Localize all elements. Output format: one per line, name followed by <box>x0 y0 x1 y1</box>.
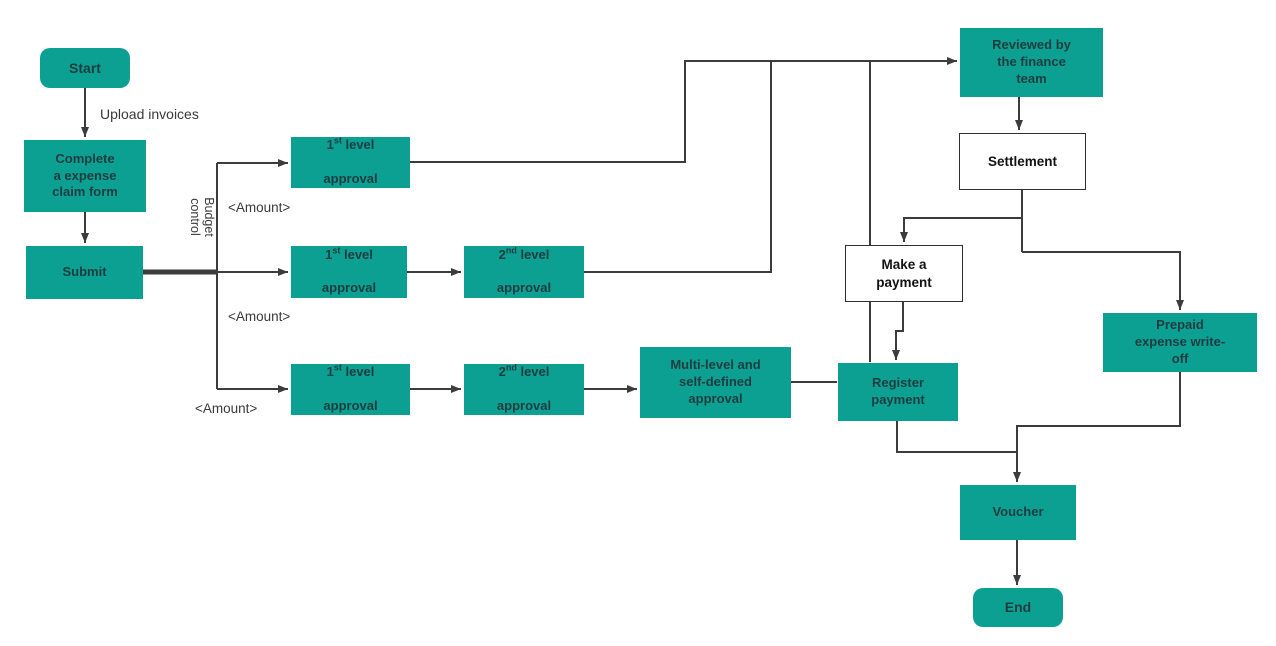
edge-approval-top-to-reviewed <box>410 57 957 163</box>
node-start: Start <box>40 48 130 88</box>
node-prepaid-expense-writeoff: Prepaid expense write- off <box>1103 313 1257 372</box>
node-first-level-approval-mid-line2: approval <box>321 280 377 296</box>
edge-label-upload-invoices: Upload invoices <box>100 106 199 122</box>
node-end: End <box>973 588 1063 627</box>
node-reviewed-by-finance: Reviewed by the finance team <box>960 28 1103 97</box>
node-second-level-approval-mid-line1: 2nd level <box>498 245 550 262</box>
node-second-level-approval-mid-line2: approval <box>496 280 552 296</box>
edge-prepaid-to-voucher <box>1013 372 1181 482</box>
node-multi-level-approval: Multi-level and self-defined approval <box>640 347 791 418</box>
node-first-level-approval-bottom-line2: approval <box>323 397 378 413</box>
node-first-level-approval-top-line2: approval <box>323 170 378 186</box>
edge-label-amount-top: <Amount> <box>228 200 291 215</box>
node-register-payment-label: Register payment <box>871 375 925 407</box>
edge-label-budget-control: Budget control <box>187 197 216 237</box>
node-first-level-approval-mid: 1st level approval <box>291 246 407 298</box>
node-first-level-approval-top: 1st level approval <box>291 135 410 188</box>
node-end-label: End <box>1004 599 1032 616</box>
node-second-level-approval-bottom: 2nd level approval <box>464 362 584 415</box>
node-settlement: Settlement <box>959 133 1086 190</box>
node-second-level-approval-bottom-line1: 2nd level <box>498 362 550 380</box>
node-voucher-label: Voucher <box>992 504 1044 520</box>
node-submit-label: Submit <box>62 264 107 280</box>
node-first-level-approval-mid-line1: 1st level <box>325 245 373 262</box>
node-complete-claim-form: Complete a expense claim form <box>24 140 146 212</box>
edge-label-amount-bottom: <Amount> <box>195 401 258 416</box>
edge-makepayment-to-register <box>892 301 904 360</box>
node-settlement-label: Settlement <box>987 153 1058 169</box>
node-second-level-approval-mid: 2nd level approval <box>464 246 584 298</box>
node-start-label: Start <box>69 59 101 76</box>
node-first-level-approval-top-line1: 1st level <box>326 135 375 153</box>
node-first-level-approval-bottom-line1: 1st level <box>326 362 375 380</box>
edge-label-amount-mid: <Amount> <box>228 309 291 324</box>
node-reviewed-by-finance-label: Reviewed by the finance team <box>992 37 1071 86</box>
node-second-level-approval-bottom-line2: approval <box>496 397 552 413</box>
edge-settlement-to-makepayment <box>900 217 1022 242</box>
node-prepaid-expense-writeoff-label: Prepaid expense write- off <box>1134 317 1226 366</box>
node-voucher: Voucher <box>960 485 1076 540</box>
edge-settlement-to-prepaid <box>1022 251 1184 310</box>
node-make-a-payment: Make a payment <box>845 245 963 302</box>
node-complete-claim-form-label: Complete a expense claim form <box>52 150 118 200</box>
node-first-level-approval-bottom: 1st level approval <box>291 362 410 415</box>
node-make-a-payment-label: Make a payment <box>876 256 932 290</box>
node-submit: Submit <box>26 246 143 299</box>
node-register-payment: Register payment <box>838 363 958 421</box>
node-multi-level-approval-label: Multi-level and self-defined approval <box>670 357 761 406</box>
edge-approval-mid-join <box>584 61 772 273</box>
edge-register-to-merge <box>896 421 1017 453</box>
